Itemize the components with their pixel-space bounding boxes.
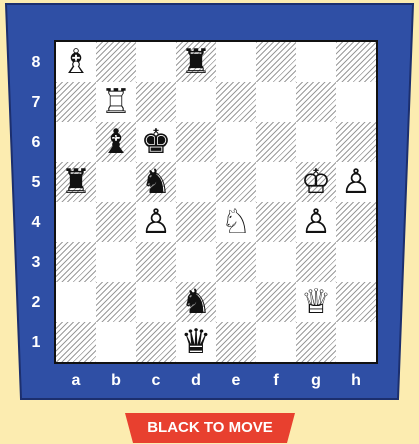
white-king-icon[interactable]: ♔ [296, 162, 336, 202]
square-e8[interactable] [216, 42, 256, 82]
square-a4[interactable] [56, 202, 96, 242]
file-label-g: g [304, 372, 328, 390]
rank-label-8: 8 [24, 54, 48, 72]
square-d8[interactable]: ♜ [176, 42, 216, 82]
square-c1[interactable] [136, 322, 176, 362]
square-f8[interactable] [256, 42, 296, 82]
square-c4[interactable]: ♙ [136, 202, 176, 242]
square-e2[interactable] [216, 282, 256, 322]
square-e6[interactable] [216, 122, 256, 162]
square-b3[interactable] [96, 242, 136, 282]
square-h1[interactable] [336, 322, 376, 362]
white-queen-icon[interactable]: ♕ [296, 282, 336, 322]
white-knight-icon[interactable]: ♘ [216, 202, 256, 242]
white-bishop-icon[interactable]: ♗ [56, 42, 96, 82]
file-label-a: a [64, 372, 88, 390]
square-c2[interactable] [136, 282, 176, 322]
square-h6[interactable] [336, 122, 376, 162]
black-queen-icon[interactable]: ♛ [176, 322, 216, 362]
square-g4[interactable]: ♙ [296, 202, 336, 242]
rank-label-5: 5 [24, 174, 48, 192]
white-pawn-icon[interactable]: ♙ [296, 202, 336, 242]
black-rook-icon[interactable]: ♜ [56, 162, 96, 202]
rank-label-1: 1 [24, 334, 48, 352]
square-e7[interactable] [216, 82, 256, 122]
file-label-b: b [104, 372, 128, 390]
black-knight-icon[interactable]: ♞ [176, 282, 216, 322]
rank-label-7: 7 [24, 94, 48, 112]
square-b1[interactable] [96, 322, 136, 362]
square-d4[interactable] [176, 202, 216, 242]
square-h5[interactable]: ♙ [336, 162, 376, 202]
square-d6[interactable] [176, 122, 216, 162]
square-g8[interactable] [296, 42, 336, 82]
square-d7[interactable] [176, 82, 216, 122]
square-b4[interactable] [96, 202, 136, 242]
file-label-h: h [344, 372, 368, 390]
square-d1[interactable]: ♛ [176, 322, 216, 362]
square-f1[interactable] [256, 322, 296, 362]
square-f5[interactable] [256, 162, 296, 202]
rank-label-3: 3 [24, 254, 48, 272]
square-g5[interactable]: ♔ [296, 162, 336, 202]
square-a1[interactable] [56, 322, 96, 362]
square-g3[interactable] [296, 242, 336, 282]
square-b7[interactable]: ♖ [96, 82, 136, 122]
square-a6[interactable] [56, 122, 96, 162]
black-bishop-icon[interactable]: ♝ [96, 122, 136, 162]
square-c7[interactable] [136, 82, 176, 122]
square-f6[interactable] [256, 122, 296, 162]
file-label-c: c [144, 372, 168, 390]
square-b6[interactable]: ♝ [96, 122, 136, 162]
square-e5[interactable] [216, 162, 256, 202]
white-pawn-icon[interactable]: ♙ [136, 202, 176, 242]
square-h7[interactable] [336, 82, 376, 122]
square-b8[interactable] [96, 42, 136, 82]
square-f4[interactable] [256, 202, 296, 242]
square-d2[interactable]: ♞ [176, 282, 216, 322]
chessboard[interactable]: ♗♜♖♝♚♜♞♔♙♙♘♙♞♕♛ [56, 42, 376, 362]
rank-label-6: 6 [24, 134, 48, 152]
rank-label-4: 4 [24, 214, 48, 232]
white-pawn-icon[interactable]: ♙ [336, 162, 376, 202]
square-b5[interactable] [96, 162, 136, 202]
square-f2[interactable] [256, 282, 296, 322]
square-h4[interactable] [336, 202, 376, 242]
square-a2[interactable] [56, 282, 96, 322]
square-g2[interactable]: ♕ [296, 282, 336, 322]
square-g1[interactable] [296, 322, 336, 362]
square-a3[interactable] [56, 242, 96, 282]
square-a8[interactable]: ♗ [56, 42, 96, 82]
square-b2[interactable] [96, 282, 136, 322]
square-f7[interactable] [256, 82, 296, 122]
square-e4[interactable]: ♘ [216, 202, 256, 242]
square-d3[interactable] [176, 242, 216, 282]
square-c5[interactable]: ♞ [136, 162, 176, 202]
square-d5[interactable] [176, 162, 216, 202]
square-c3[interactable] [136, 242, 176, 282]
white-rook-icon[interactable]: ♖ [96, 82, 136, 122]
file-label-f: f [264, 372, 288, 390]
square-e1[interactable] [216, 322, 256, 362]
square-h8[interactable] [336, 42, 376, 82]
square-a7[interactable] [56, 82, 96, 122]
black-rook-icon[interactable]: ♜ [176, 42, 216, 82]
square-a5[interactable]: ♜ [56, 162, 96, 202]
black-knight-icon[interactable]: ♞ [136, 162, 176, 202]
square-h2[interactable] [336, 282, 376, 322]
square-h3[interactable] [336, 242, 376, 282]
square-e3[interactable] [216, 242, 256, 282]
square-c8[interactable] [136, 42, 176, 82]
black-king-icon[interactable]: ♚ [136, 122, 176, 162]
square-g6[interactable] [296, 122, 336, 162]
square-g7[interactable] [296, 82, 336, 122]
square-f3[interactable] [256, 242, 296, 282]
status-label: BLACK TO MOVE [125, 413, 295, 443]
file-label-e: e [224, 372, 248, 390]
file-label-d: d [184, 372, 208, 390]
rank-label-2: 2 [24, 294, 48, 312]
square-c6[interactable]: ♚ [136, 122, 176, 162]
